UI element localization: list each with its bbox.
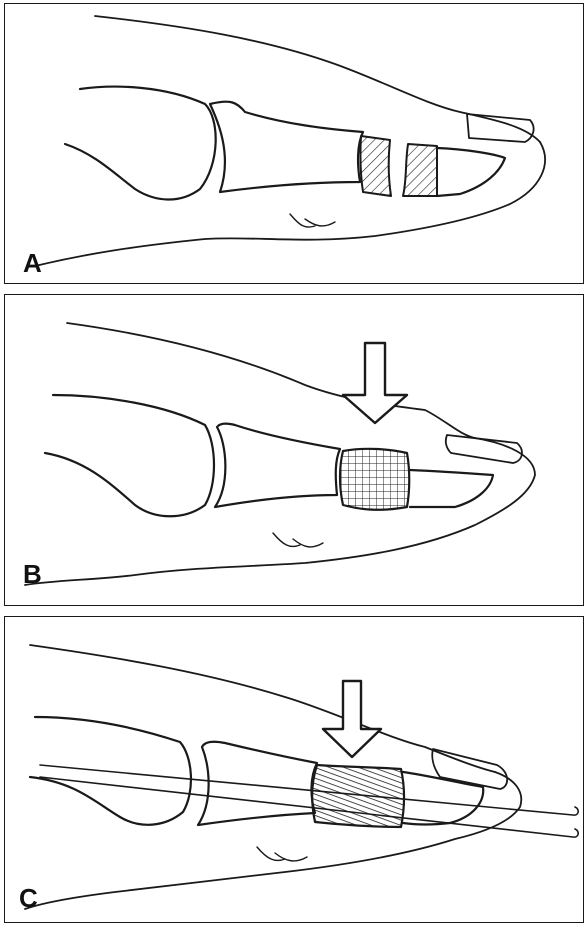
metacarpal-head bbox=[65, 87, 216, 200]
finger-tip bbox=[25, 438, 535, 585]
proximal-phalanx bbox=[198, 742, 317, 825]
panel-label: B bbox=[23, 561, 42, 587]
distal-phalanx bbox=[403, 772, 483, 825]
finger-drawing-a bbox=[5, 4, 584, 284]
k-wire bbox=[40, 777, 578, 837]
finger-tip bbox=[25, 772, 521, 909]
metacarpal-head bbox=[45, 395, 214, 516]
panel-label: A bbox=[23, 250, 42, 276]
skin-crease bbox=[257, 847, 285, 861]
fingernail bbox=[467, 114, 534, 142]
panel-c: C bbox=[4, 616, 584, 923]
bone-defect-distal bbox=[403, 144, 437, 196]
finger-tip bbox=[35, 142, 545, 266]
panel-a: A bbox=[4, 3, 584, 284]
distal-phalanx bbox=[437, 148, 505, 196]
skin-crease bbox=[305, 219, 335, 226]
panel-b: B bbox=[4, 294, 584, 606]
panel-label: C bbox=[19, 885, 38, 911]
bone-graft bbox=[312, 765, 404, 827]
pressure-arrow bbox=[323, 681, 381, 757]
finger-outline-top bbox=[67, 323, 475, 438]
distal-phalanx bbox=[410, 470, 493, 507]
bone-defect-proximal bbox=[360, 136, 391, 196]
finger-drawing-b bbox=[5, 295, 584, 606]
finger-drawing-c bbox=[5, 617, 584, 923]
proximal-phalanx bbox=[215, 424, 340, 507]
bone-graft bbox=[340, 449, 409, 510]
finger-outline-top bbox=[95, 16, 540, 142]
skin-crease bbox=[290, 214, 315, 227]
proximal-phalanx bbox=[210, 102, 363, 192]
skin-crease bbox=[273, 533, 300, 547]
finger-outline-top bbox=[30, 645, 495, 772]
pressure-arrow bbox=[343, 343, 407, 423]
